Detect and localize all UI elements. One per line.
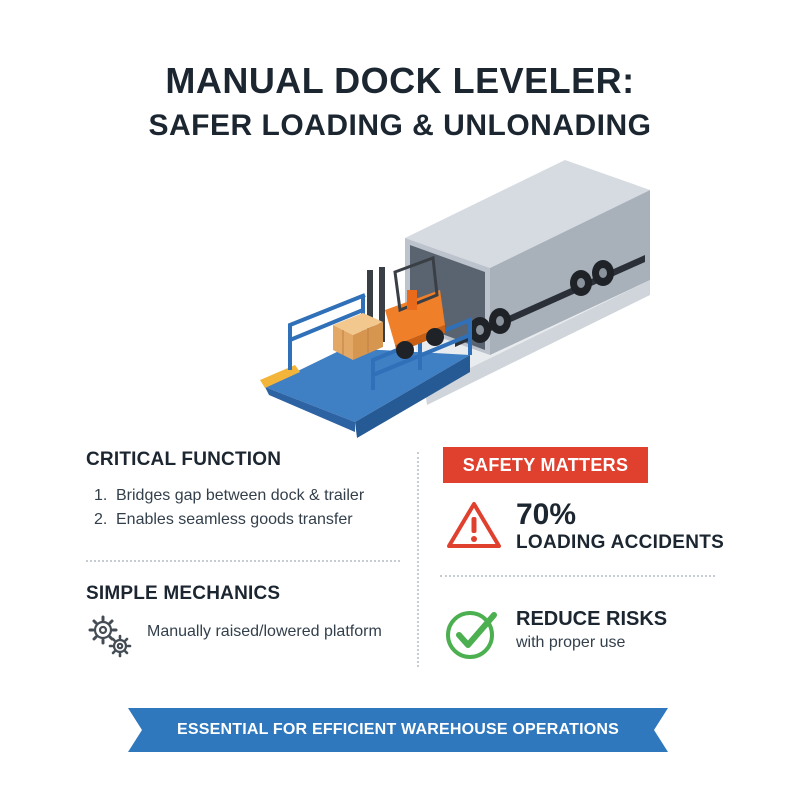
safety-matters-badge: SAFETY MATTERS (443, 447, 648, 483)
title-line-1: MANUAL DOCK LEVELER: (165, 60, 635, 101)
accident-stat-value: 70% (516, 498, 577, 531)
critical-function-list: 1.Bridges gap between dock & trailer 2.E… (94, 484, 364, 532)
right-divider (440, 575, 715, 577)
left-divider (86, 560, 400, 562)
reduce-risks-subtitle: with proper use (516, 634, 626, 651)
ribbon-shape (128, 708, 668, 752)
simple-mechanics-text: Manually raised/lowered platform (147, 623, 382, 640)
warning-triangle-icon (447, 502, 501, 548)
list-item: 2.Enables seamless goods transfer (94, 511, 353, 528)
accident-stat-label: LOADING ACCIDENTS (516, 532, 725, 553)
title-line-2: SAFER LOADING & UNLONADING (148, 109, 652, 142)
bottom-banner: ESSENTIAL FOR EFFICIENT WAREHOUSE OPERAT… (128, 708, 668, 752)
critical-function-heading: CRITICAL FUNCTION (86, 449, 282, 470)
list-item: 1.Bridges gap between dock & trailer (94, 487, 365, 504)
page-title: MANUAL DOCK LEVELER: SAFER LOADING & UNL… (0, 58, 800, 145)
checkmark-circle-icon (446, 611, 497, 659)
simple-mechanics-heading: SIMPLE MECHANICS (86, 583, 281, 604)
reduce-risks-title: REDUCE RISKS (516, 608, 668, 630)
gears-icon (88, 615, 132, 658)
banner-text: ESSENTIAL FOR EFFICIENT WAREHOUSE OPERAT… (176, 721, 620, 738)
dock-leveler-illustration (260, 160, 650, 438)
vertical-divider (417, 452, 419, 667)
